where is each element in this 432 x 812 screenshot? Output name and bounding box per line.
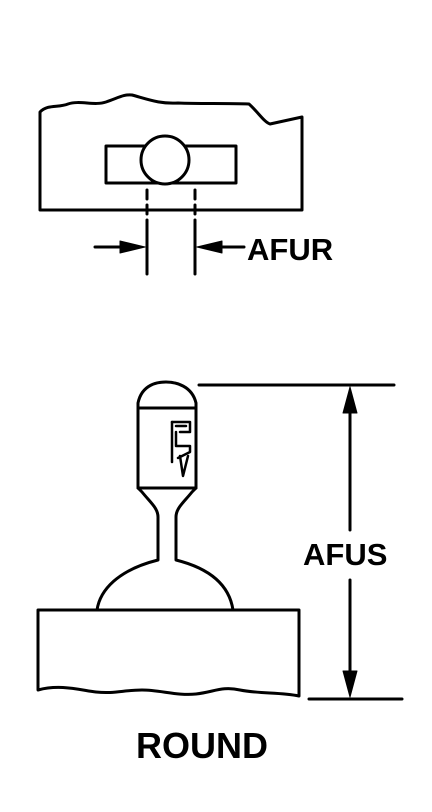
afus-arrowhead-up bbox=[342, 386, 358, 414]
afur-label: AFUR bbox=[247, 232, 333, 267]
dimension-arrowhead-left bbox=[119, 240, 146, 254]
shape-caption: ROUND bbox=[136, 725, 268, 766]
round-head-circle bbox=[139, 134, 191, 186]
top-view-body-outline bbox=[38, 93, 304, 212]
side-view-body-outline bbox=[36, 380, 301, 698]
side-view: AFUS bbox=[36, 380, 404, 701]
cutaway-detail bbox=[170, 420, 192, 478]
afus-label: AFUS bbox=[303, 537, 387, 572]
afus-arrowhead-down bbox=[342, 670, 358, 698]
top-view: AFUR bbox=[38, 93, 333, 276]
dimension-arrowhead-right bbox=[196, 240, 223, 254]
